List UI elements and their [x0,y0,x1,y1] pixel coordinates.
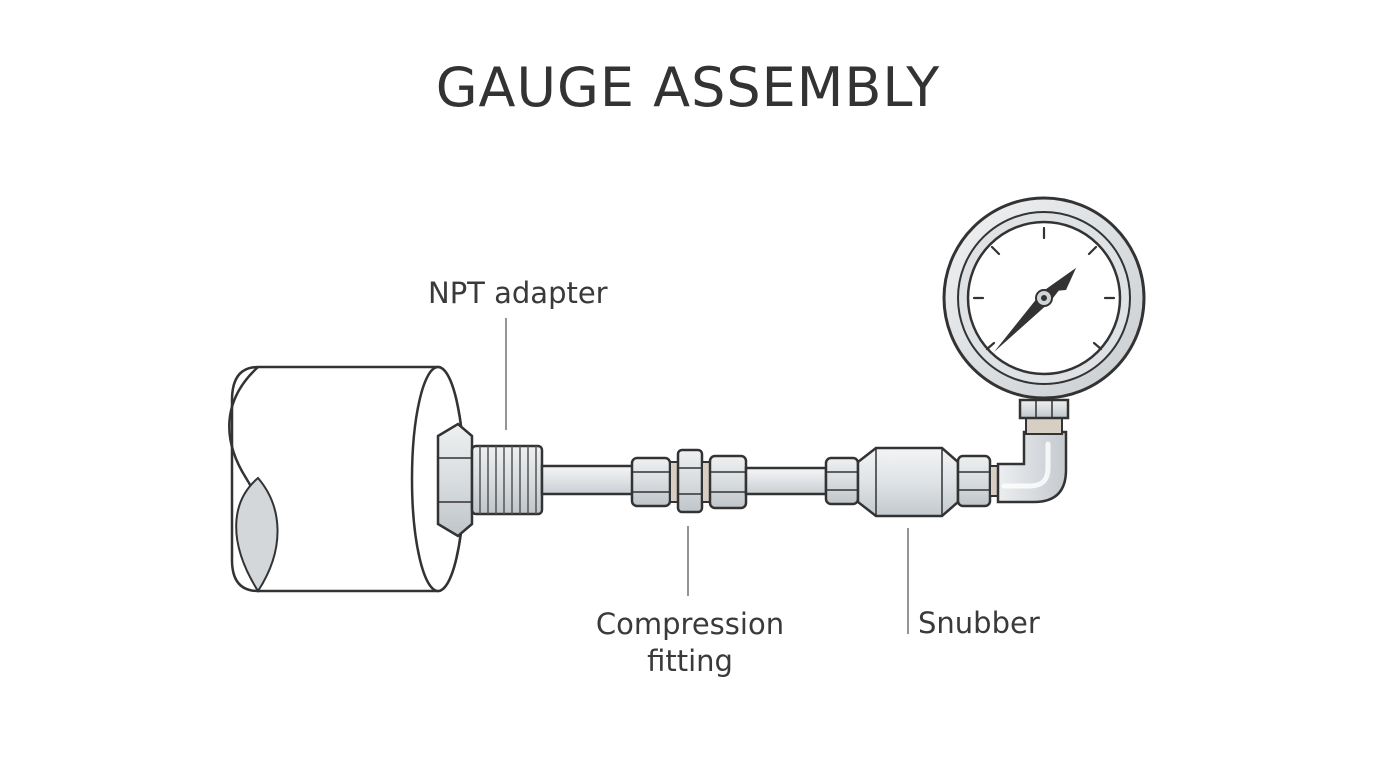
compression-fitting-label-line2: fitting [647,644,733,678]
diagram-title: GAUGE ASSEMBLY [435,56,941,119]
compression-fitting-label-line1: Compression [595,607,785,641]
pressure-gauge [942,196,1146,400]
elbow-fitting [996,430,1068,504]
tube-segment-2 [744,466,828,496]
snubber [824,446,999,518]
compression-fitting-label: Compression fitting [588,606,792,680]
npt-adapter [436,422,544,538]
compression-fitting [630,448,748,514]
gauge-stem [1018,398,1070,435]
snubber-label: Snubber [918,606,1040,640]
tube-segment-1 [540,464,636,496]
main-pipe [228,365,466,593]
npt-adapter-label: NPT adapter [428,276,608,310]
